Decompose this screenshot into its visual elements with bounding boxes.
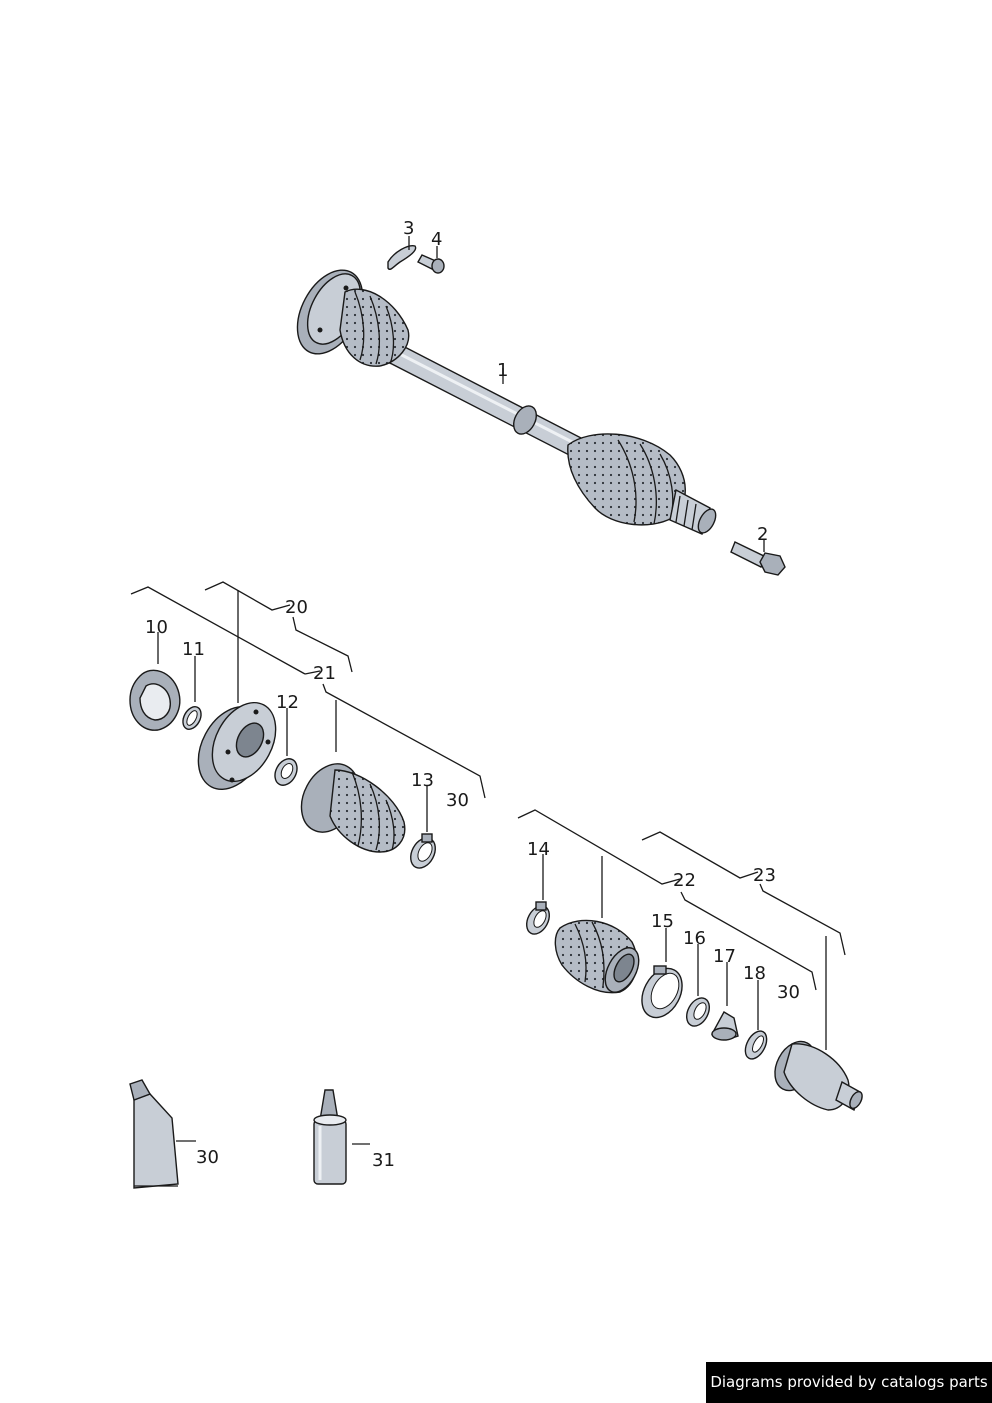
callout-18: 18 xyxy=(743,963,766,984)
gasket xyxy=(129,669,181,731)
hex-bolt xyxy=(730,541,786,576)
callout-20: 20 xyxy=(285,597,308,618)
hose-clamp xyxy=(410,833,436,869)
callout-14: 14 xyxy=(527,839,550,860)
callout-12: 12 xyxy=(276,692,299,713)
inner-boot xyxy=(554,919,640,994)
callout-13: 13 xyxy=(411,770,434,791)
drive-shaft xyxy=(296,269,717,535)
callout-10: 10 xyxy=(145,617,168,638)
callout-1: 1 xyxy=(497,360,508,381)
spacer-ring xyxy=(686,997,710,1027)
callout-11: 11 xyxy=(182,639,205,660)
thrust-cone xyxy=(711,1011,739,1041)
callout-31: 31 xyxy=(372,1150,395,1171)
sealant-bottle xyxy=(313,1089,347,1185)
callout-16: 16 xyxy=(683,928,706,949)
credit-banner: Diagrams provided by catalogs parts xyxy=(706,1362,992,1403)
leader-lines xyxy=(130,236,846,1145)
callout-30-group-21: 30 xyxy=(446,790,469,811)
grease-tube xyxy=(129,1079,179,1189)
retaining-circlip xyxy=(744,1030,768,1060)
callout-17: 17 xyxy=(713,946,736,967)
circlip xyxy=(387,245,417,270)
callout-21: 21 xyxy=(313,663,336,684)
callout-22: 22 xyxy=(673,870,696,891)
callout-23: 23 xyxy=(753,865,776,886)
boot-with-flange xyxy=(300,763,406,853)
callout-30-group-22: 30 xyxy=(777,982,800,1003)
callout-15: 15 xyxy=(651,911,674,932)
callout-4: 4 xyxy=(431,229,442,250)
small-clamp xyxy=(526,901,550,935)
callout-30: 30 xyxy=(196,1147,219,1168)
cv-joint-outer xyxy=(197,701,277,791)
socket-screw xyxy=(417,254,445,274)
snap-ring xyxy=(182,706,202,730)
large-clamp xyxy=(641,965,683,1019)
dished-washer xyxy=(274,758,298,786)
callout-3: 3 xyxy=(403,218,414,239)
cv-joint-inner xyxy=(774,1040,863,1112)
callout-2: 2 xyxy=(757,524,768,545)
